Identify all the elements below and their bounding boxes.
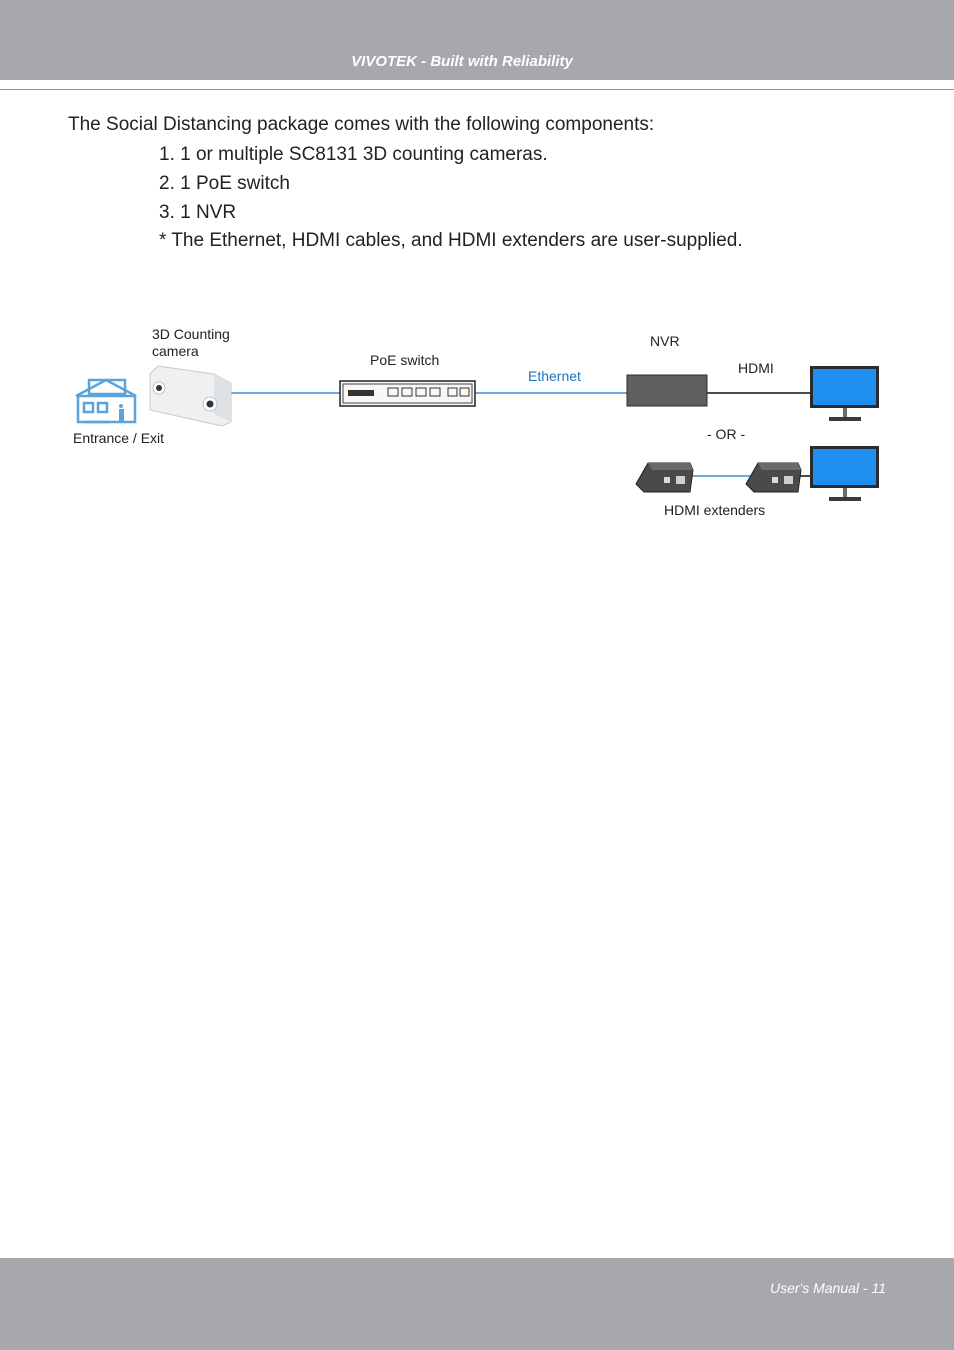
or-label: - OR - (707, 426, 745, 442)
header-divider (0, 89, 954, 90)
monitor-icon (810, 366, 879, 421)
page-footer: User's Manual - 11 (0, 1258, 954, 1350)
ethernet-label: Ethernet (528, 368, 581, 384)
nvr-label: NVR (650, 333, 680, 349)
entrance-label: Entrance / Exit (73, 430, 164, 446)
hdmi-extender-icon (635, 462, 694, 493)
camera-label: 3D Counting (152, 326, 230, 342)
hdmi-extender-icon (745, 462, 802, 493)
nvr-icon (626, 374, 708, 407)
intro-text: The Social Distancing package comes with… (68, 114, 655, 135)
page-header: VIVOTEK - Built with Reliability (0, 0, 954, 80)
supply-note: * The Ethernet, HDMI cables, and HDMI ex… (159, 230, 743, 251)
poe-switch-label: PoE switch (370, 352, 439, 368)
network-diagram: 3D Counting camera Entrance / Exit PoE s… (73, 326, 879, 518)
building-icon (75, 378, 137, 424)
camera-label: camera (152, 343, 199, 359)
components-list: 1. 1 or multiple SC8131 3D counting came… (159, 143, 548, 230)
page-number: User's Manual - 11 (769, 1280, 886, 1296)
counting-camera-icon (149, 365, 232, 427)
monitor-icon (810, 446, 879, 501)
header-title: VIVOTEK - Built with Reliability (351, 53, 573, 70)
list-item: 1. 1 or multiple SC8131 3D counting came… (159, 144, 548, 165)
list-item: 3. 1 NVR (159, 202, 237, 223)
extenders-label: HDMI extenders (664, 502, 765, 518)
list-item: 2. 1 PoE switch (159, 173, 290, 194)
hdmi-label: HDMI (738, 360, 774, 376)
poe-switch-icon (339, 380, 476, 407)
